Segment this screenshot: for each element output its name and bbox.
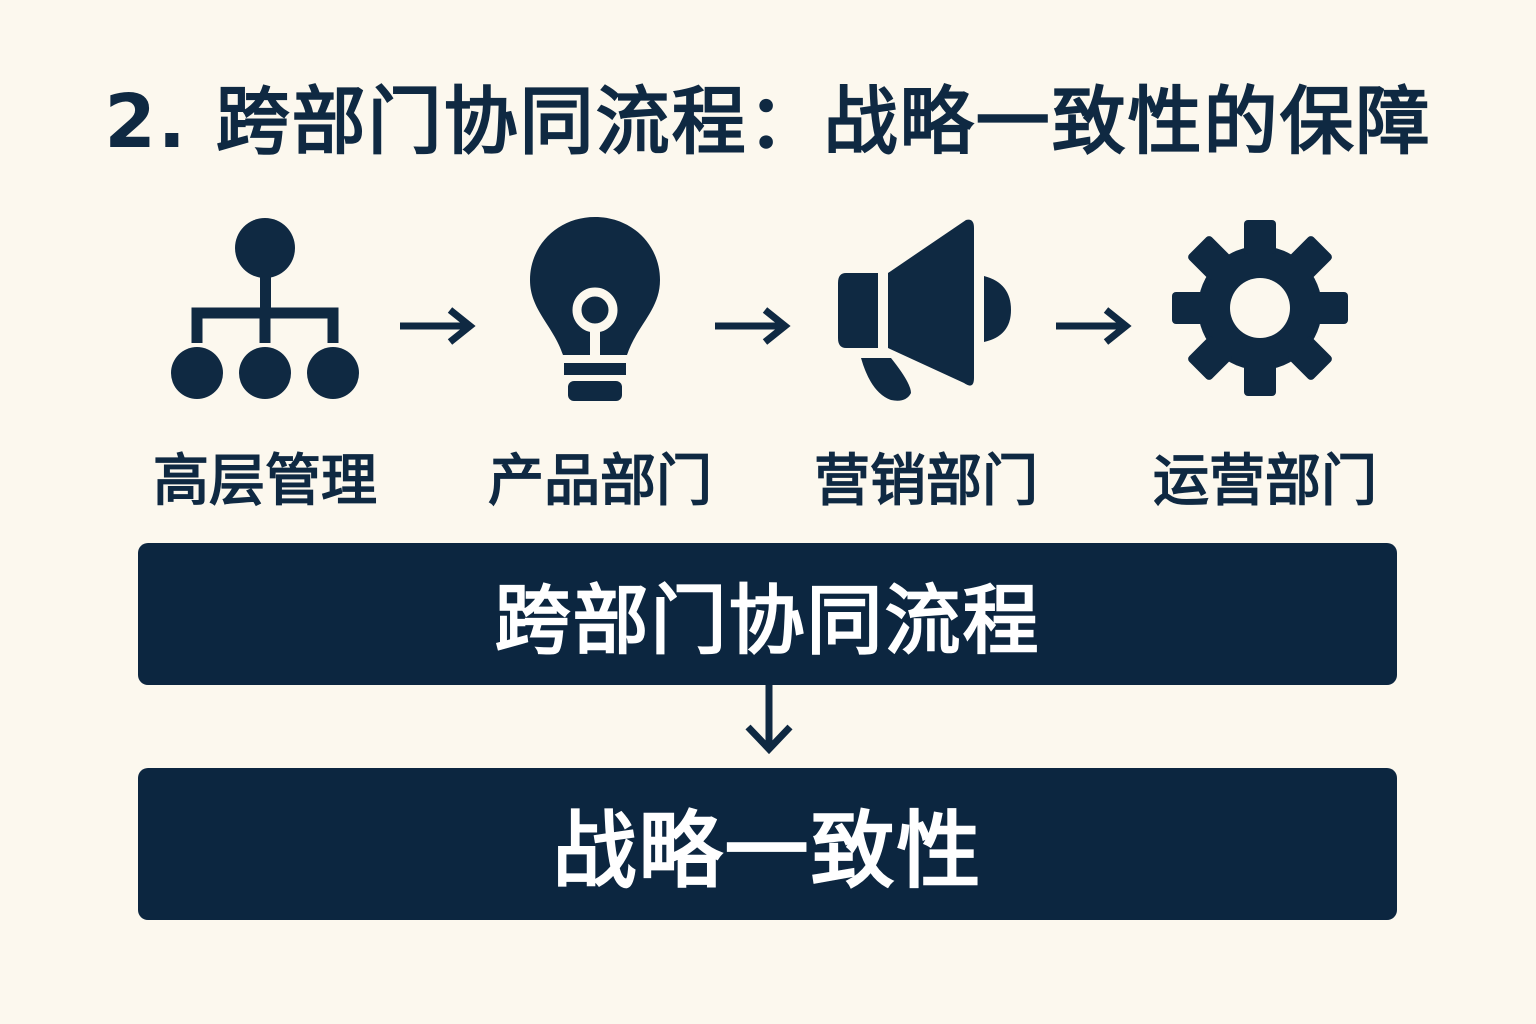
megaphone-icon xyxy=(838,219,1011,401)
result-box-label: 战略一致性 xyxy=(552,801,983,900)
arrow-right-icon xyxy=(715,307,791,345)
process-box-label: 跨部门协同流程 xyxy=(494,576,1041,665)
process-box: 跨部门协同流程 xyxy=(138,543,1397,685)
arrow-down-icon xyxy=(745,685,793,755)
step-label-marketing: 营销部门 xyxy=(814,449,1038,514)
page-title: 2. 跨部门协同流程：战略一致性的保障 xyxy=(104,79,1432,165)
org-chart-icon xyxy=(171,218,359,399)
gear-icon xyxy=(1172,220,1348,396)
arrow-right-icon xyxy=(1056,307,1132,345)
result-box: 战略一致性 xyxy=(138,768,1397,920)
step-label-management: 高层管理 xyxy=(153,449,377,514)
arrow-right-icon xyxy=(400,307,476,345)
lightbulb-icon xyxy=(530,217,660,401)
step-label-product: 产品部门 xyxy=(488,449,712,514)
step-label-operations: 运营部门 xyxy=(1153,449,1377,514)
